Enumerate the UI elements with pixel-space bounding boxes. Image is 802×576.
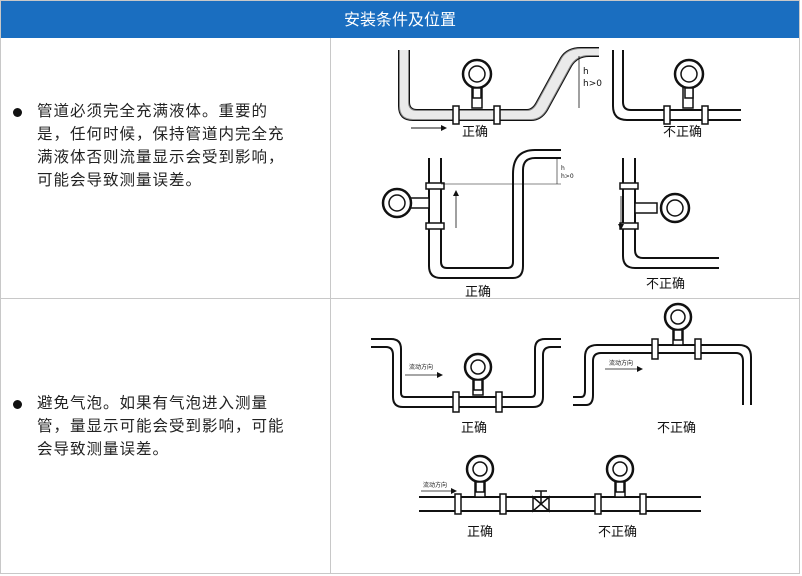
valve-icon — [532, 490, 550, 513]
diagram-bubbles-correct-a: 流动方向 正确 — [371, 338, 561, 436]
diagram-full-pipe-wrong-b: 不正确 — [618, 158, 719, 292]
bullet-icon — [13, 108, 22, 117]
label-wrong-b: 不正确 — [646, 277, 685, 292]
svg-text:h: h — [583, 67, 589, 77]
bubbles-text: 避免气泡。如果有气泡进入测量管，量显示可能会受到影响，可能会导致测量误差。 — [37, 394, 285, 458]
label-wrong: 不正确 — [663, 125, 702, 140]
table-header: 安装条件及位置 — [1, 1, 799, 38]
label-wrong-b: 不正确 — [598, 525, 637, 540]
label-wrong: 不正确 — [657, 421, 696, 436]
svg-text:流动方向: 流动方向 — [609, 359, 633, 367]
label-correct-b: 正确 — [465, 285, 491, 299]
diagram-full-pipe-correct-a: h h>0 正确 — [398, 47, 602, 140]
label-correct: 正确 — [461, 421, 487, 436]
svg-text:h>0: h>0 — [561, 173, 574, 180]
bullet-icon — [13, 400, 22, 409]
diagram-full-pipe-correct-b: h h>0 正确 — [381, 149, 574, 299]
diagram-bubbles-valve: 流动方向 正确 不正确 — [419, 454, 701, 540]
bubbles-description: 避免气泡。如果有气泡进入测量管，量显示可能会受到影响，可能会导致测量误差。 — [13, 392, 288, 461]
full-pipe-text: 管道必须完全充满液体。重要的是，任何时候，保持管道内完全充满液体否则流量显示会受… — [37, 102, 285, 189]
label-correct: 正确 — [462, 125, 488, 140]
column-divider — [330, 299, 331, 573]
row-avoid-bubbles: 避免气泡。如果有气泡进入测量管，量显示可能会受到影响，可能会导致测量误差。 流动… — [1, 299, 799, 573]
full-pipe-diagrams: h h>0 正确 不正确 — [381, 47, 741, 299]
svg-text:流动方向: 流动方向 — [409, 363, 433, 371]
diagram-full-pipe-wrong-a: 不正确 — [612, 50, 741, 140]
svg-text:流动方向: 流动方向 — [423, 481, 447, 489]
full-pipe-description: 管道必须完全充满液体。重要的是，任何时候，保持管道内完全充满液体否则流量显示会受… — [13, 100, 288, 192]
row-full-pipe: 管道必须完全充满液体。重要的是，任何时候，保持管道内完全充满液体否则流量显示会受… — [1, 38, 799, 299]
column-divider — [330, 38, 331, 298]
svg-text:h>0: h>0 — [583, 79, 602, 89]
svg-text:h: h — [561, 165, 565, 172]
diagram-bubbles-wrong-a: 流动方向 不正确 — [573, 302, 752, 436]
label-correct-b: 正确 — [467, 525, 493, 540]
bubbles-diagrams: 流动方向 正确 流动方向 不正确 — [371, 302, 752, 540]
